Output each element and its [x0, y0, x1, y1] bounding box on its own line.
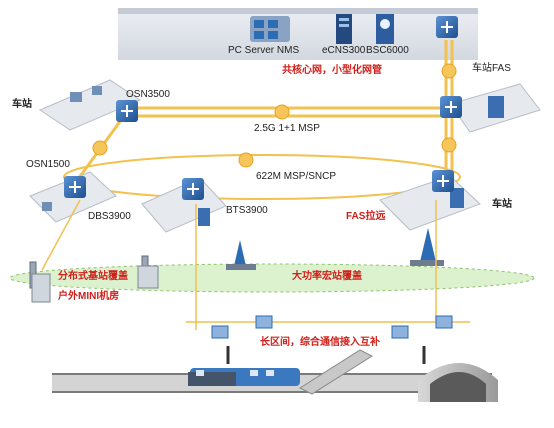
antenna-posts: [226, 346, 426, 364]
repeater-icons: [211, 315, 453, 339]
link-node-icons: [92, 63, 457, 168]
railway-switch-track: [298, 349, 374, 395]
osn1500-device-icon: [64, 176, 86, 198]
label-station-right: 车站: [492, 199, 512, 210]
label-ecns300: eCNS300: [322, 45, 366, 56]
label-long-section: 长区间，综合通信接入互补: [260, 337, 380, 348]
tower-icon-right: [410, 228, 444, 266]
label-osn1500: OSN1500: [26, 159, 70, 170]
label-station-fas: 车站FAS: [472, 63, 511, 74]
core-router-icon: [436, 16, 458, 38]
tower-icon-mid: [226, 240, 256, 270]
label-dbs3900: DBS3900: [88, 211, 131, 222]
label-msp-622: 622M MSP/SNCP: [256, 171, 337, 182]
bts3900-device-icon: [182, 178, 204, 200]
bsc6000-cabinet-icon: [376, 14, 394, 44]
label-bsc6000: BSC6000: [366, 45, 409, 56]
fas-station-device-icon: [440, 96, 462, 118]
msp-622m-ring: [63, 154, 461, 200]
station-right-illustration: [379, 175, 481, 231]
station-bts-illustration: [141, 177, 227, 233]
label-pc-server-nms: PC Server NMS: [228, 45, 300, 56]
label-core-network: 共核心网，小型化网管: [282, 65, 382, 76]
label-distributed-coverage: 分布式基站覆盖: [58, 271, 128, 282]
label-osn3500: OSN3500: [126, 89, 170, 100]
server-rack-icon: [250, 16, 290, 42]
mini-room-cabinets: [31, 265, 159, 303]
right-station-device-icon: [432, 170, 454, 192]
label-station-left: 车站: [12, 99, 32, 110]
train-icon: [188, 368, 300, 386]
ecns300-cabinet-icon: [336, 14, 352, 44]
label-fas-remote: FAS拉远: [346, 211, 386, 222]
label-macro-coverage: 大功率宏站覆盖: [292, 271, 362, 282]
core-banner: [118, 8, 478, 60]
feeder-lines: [41, 199, 470, 330]
label-msp-25g: 2.5G 1+1 MSP: [254, 123, 320, 134]
osn3500-device-icon: [116, 100, 138, 122]
station-left-illustration: [38, 79, 142, 131]
label-bts3900: BTS3900: [226, 205, 268, 216]
tunnel-illustration: [418, 363, 498, 402]
label-outdoor-mini-room: 户外MINI机房: [58, 291, 120, 302]
station-fas-illustration: [449, 83, 541, 133]
